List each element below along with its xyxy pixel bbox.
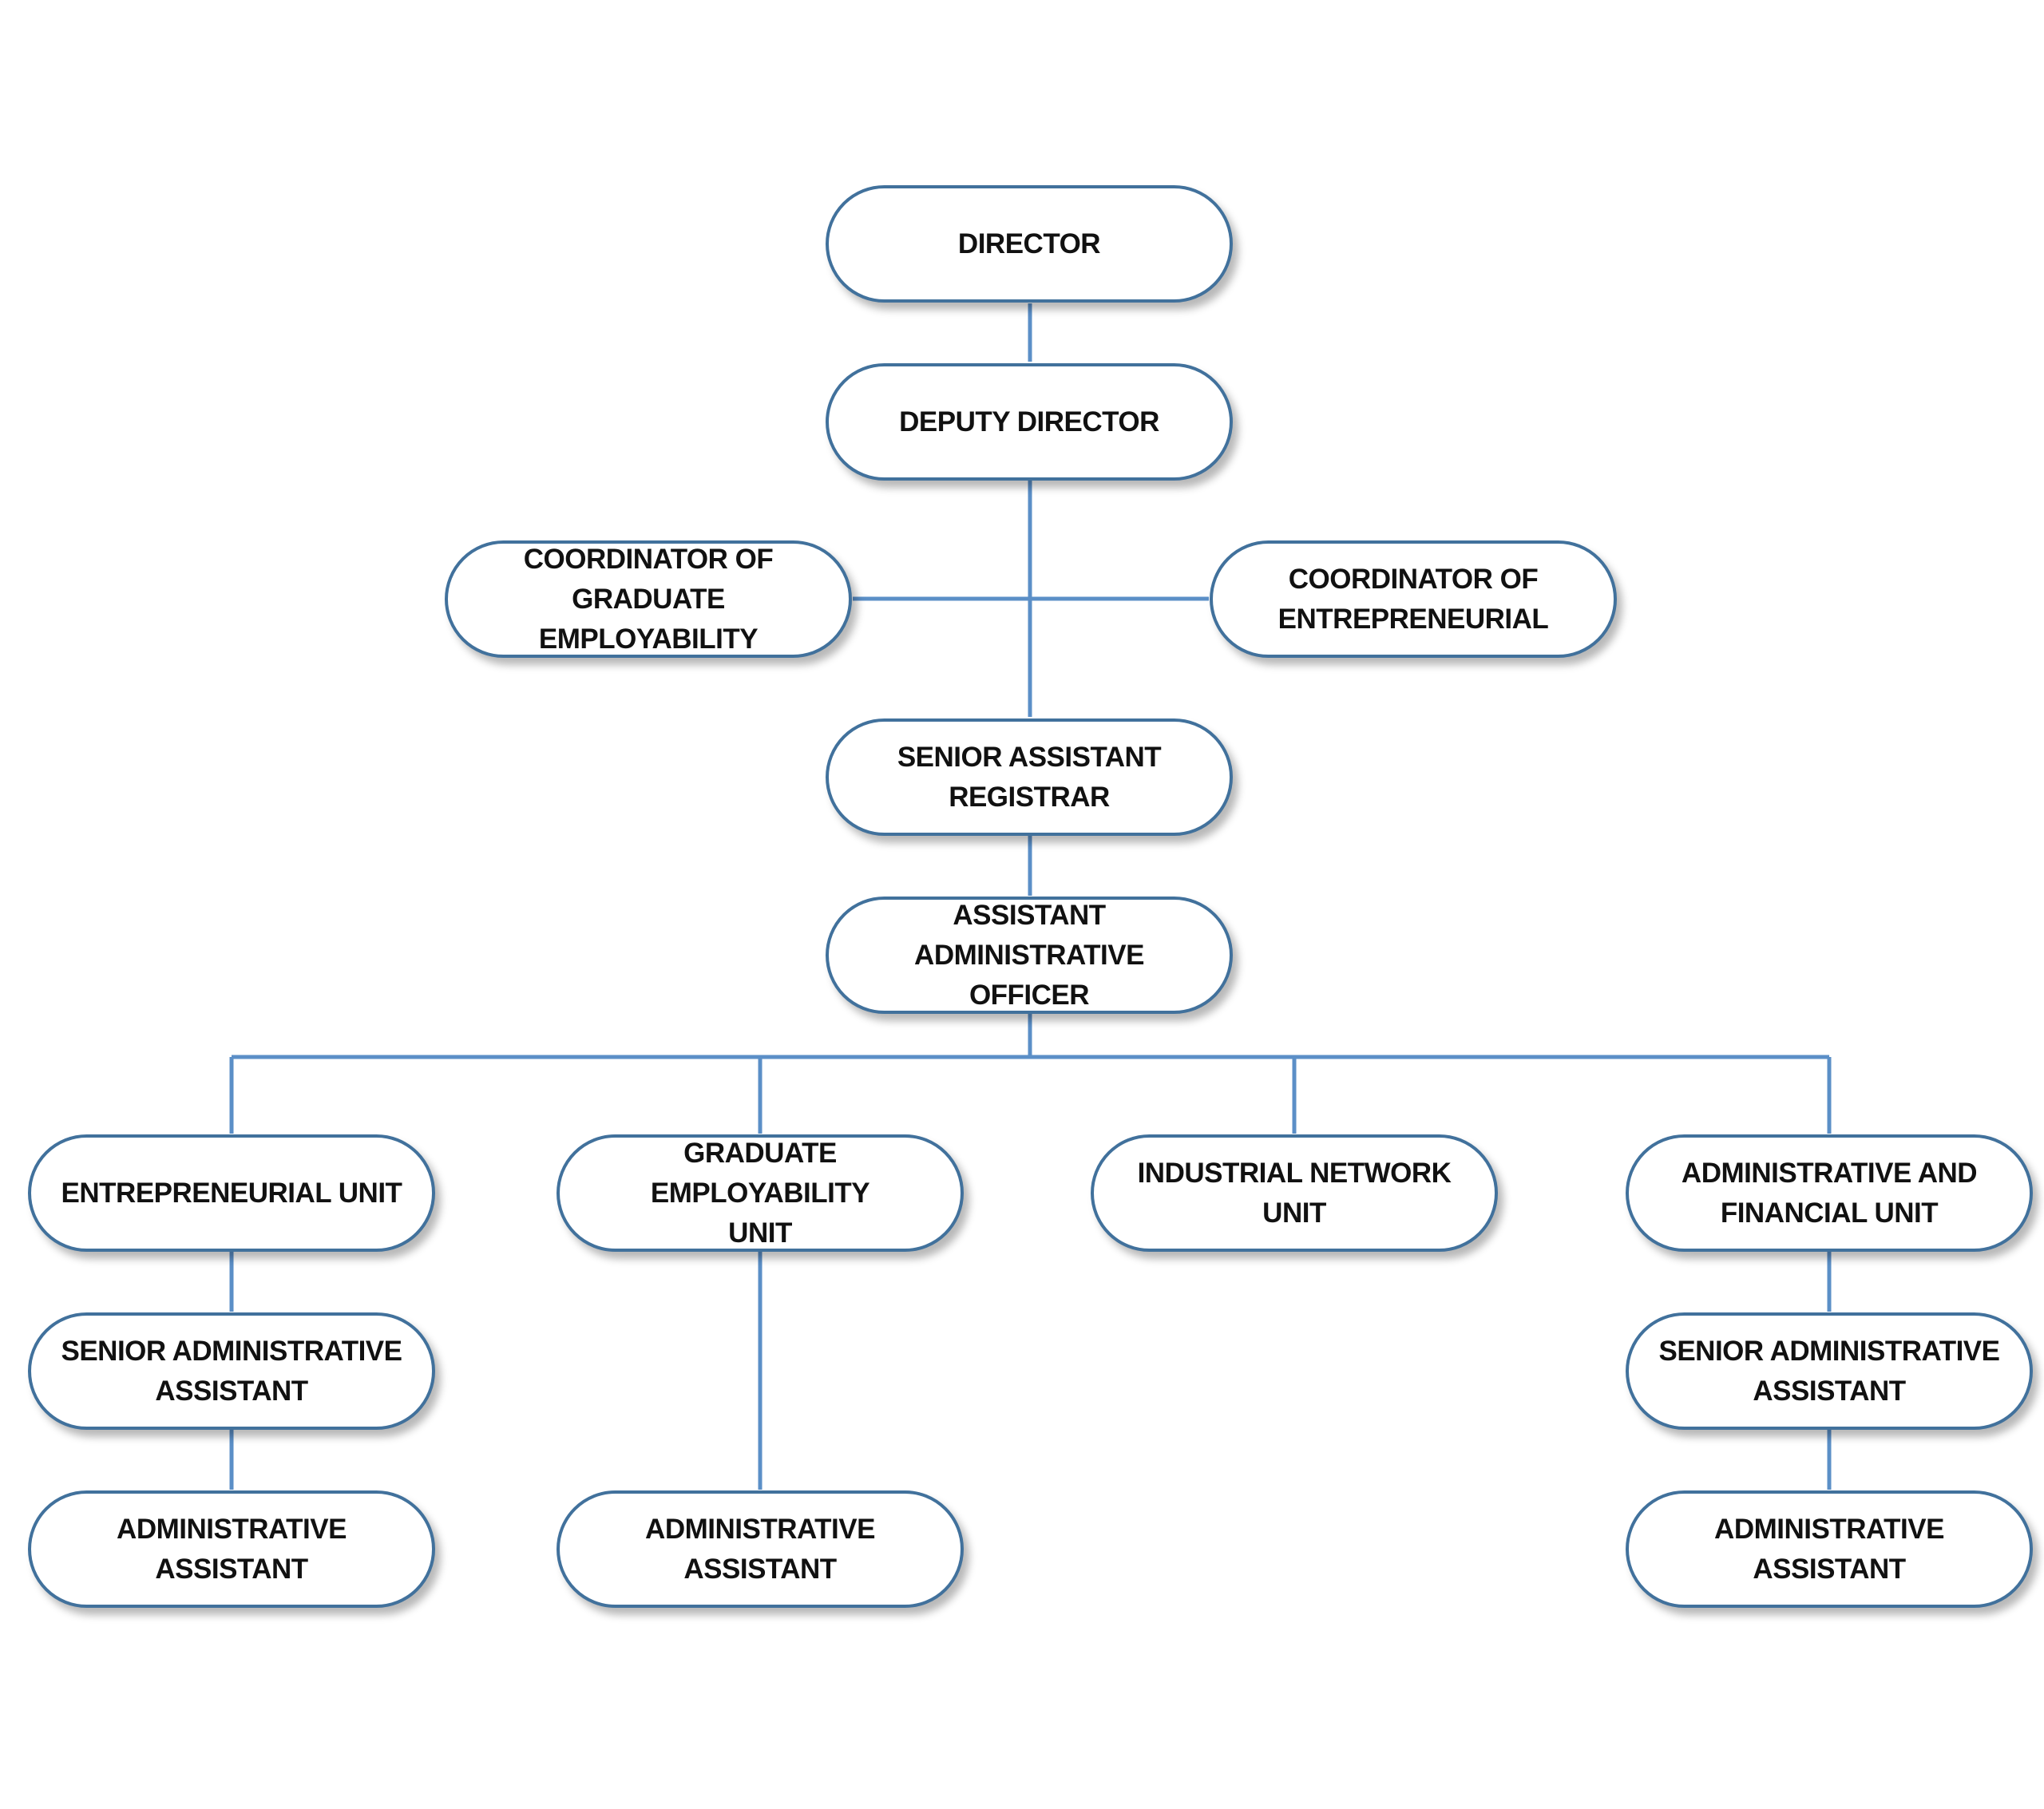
node-senior-admin-assistant-right-line1: SENIOR ADMINISTRATIVE <box>1658 1335 2000 1367</box>
node-entrepreneurial-unit-line1: ENTREPRENEURIAL UNIT <box>61 1177 402 1209</box>
node-industrial-network-unit-line1: INDUSTRIAL NETWORK UNIT <box>1137 1157 1452 1229</box>
node-graduate-employability-unit-line2: UNIT <box>728 1217 792 1249</box>
node-deputy-director-line1: DEPUTY DIRECTOR <box>899 406 1159 437</box>
node-assistant-admin-officer-text: ASSISTANT ADMINISTRATIVE OFFICER <box>843 896 1215 1015</box>
node-admin-assistant-1-line1: ADMINISTRATIVE ASSISTANT <box>117 1513 347 1585</box>
node-director-text: DIRECTOR <box>957 224 1101 264</box>
node-senior-admin-assistant-left-line1: SENIOR ADMINISTRATIVE <box>61 1335 402 1367</box>
node-admin-financial-unit-line1: ADMINISTRATIVE AND <box>1681 1157 1978 1189</box>
node-graduate-employability-unit-text: GRADUATE EMPLOYABILITY UNIT <box>574 1134 946 1253</box>
node-assistant-admin-officer: ASSISTANT ADMINISTRATIVE OFFICER <box>826 897 1233 1014</box>
node-deputy-director-text: DEPUTY DIRECTOR <box>899 402 1159 442</box>
node-coordinator-graduate: COORDINATOR OF GRADUATE EMPLOYABILITY <box>445 540 852 658</box>
node-admin-financial-unit-line2: FINANCIAL UNIT <box>1720 1197 1939 1229</box>
node-senior-admin-assistant-left-line2: ASSISTANT <box>155 1375 308 1407</box>
node-coordinator-entrepreneurial-line1: COORDINATOR OF <box>1288 563 1539 595</box>
node-senior-assistant-registrar: SENIOR ASSISTANT REGISTRAR <box>826 718 1233 836</box>
node-industrial-network-unit-text: INDUSTRIAL NETWORK UNIT <box>1108 1154 1480 1233</box>
node-senior-admin-assistant-left: SENIOR ADMINISTRATIVE ASSISTANT <box>28 1312 435 1430</box>
node-senior-assistant-registrar-text: SENIOR ASSISTANT REGISTRAR <box>843 738 1215 817</box>
node-admin-assistant-4-line1: ADMINISTRATIVE ASSISTANT <box>1714 1513 1944 1585</box>
node-coordinator-entrepreneurial: COORDINATOR OF ENTREPRENEURIAL <box>1210 540 1617 658</box>
node-assistant-admin-officer-line2: OFFICER <box>969 979 1090 1011</box>
node-coordinator-entrepreneurial-text: COORDINATOR OF ENTREPRENEURIAL <box>1278 560 1549 639</box>
node-senior-admin-assistant-right: SENIOR ADMINISTRATIVE ASSISTANT <box>1626 1312 2033 1430</box>
node-admin-assistant-4: ADMINISTRATIVE ASSISTANT <box>1626 1490 2033 1608</box>
node-senior-admin-assistant-right-line2: ASSISTANT <box>1753 1375 1906 1407</box>
node-admin-financial-unit: ADMINISTRATIVE AND FINANCIAL UNIT <box>1626 1134 2033 1252</box>
node-senior-assistant-registrar-line1: SENIOR ASSISTANT REGISTRAR <box>897 741 1162 813</box>
node-admin-assistant-2-line1: ADMINISTRATIVE ASSISTANT <box>645 1513 875 1585</box>
node-admin-assistant-2: ADMINISTRATIVE ASSISTANT <box>557 1490 964 1608</box>
node-coordinator-graduate-text: COORDINATOR OF GRADUATE EMPLOYABILITY <box>462 540 834 659</box>
node-graduate-employability-unit-line1: GRADUATE EMPLOYABILITY <box>650 1137 870 1209</box>
node-admin-assistant-1-text: ADMINISTRATIVE ASSISTANT <box>46 1510 418 1589</box>
node-entrepreneurial-unit-text: ENTREPRENEURIAL UNIT <box>61 1174 402 1213</box>
node-industrial-network-unit: INDUSTRIAL NETWORK UNIT <box>1091 1134 1498 1252</box>
node-graduate-employability-unit: GRADUATE EMPLOYABILITY UNIT <box>557 1134 964 1252</box>
node-coordinator-entrepreneurial-line2: ENTREPRENEURIAL <box>1278 603 1549 635</box>
node-senior-admin-assistant-right-text: SENIOR ADMINISTRATIVE ASSISTANT <box>1658 1332 2000 1411</box>
node-director-line1: DIRECTOR <box>957 228 1101 259</box>
node-admin-financial-unit-text: ADMINISTRATIVE AND FINANCIAL UNIT <box>1681 1154 1978 1233</box>
node-admin-assistant-4-text: ADMINISTRATIVE ASSISTANT <box>1643 1510 2015 1589</box>
node-assistant-admin-officer-line1: ASSISTANT ADMINISTRATIVE <box>914 899 1144 971</box>
node-deputy-director: DEPUTY DIRECTOR <box>826 363 1233 481</box>
node-admin-assistant-1: ADMINISTRATIVE ASSISTANT <box>28 1490 435 1608</box>
node-coordinator-graduate-line1: COORDINATOR OF GRADUATE <box>523 543 774 615</box>
node-senior-admin-assistant-left-text: SENIOR ADMINISTRATIVE ASSISTANT <box>61 1332 402 1411</box>
node-admin-assistant-2-text: ADMINISTRATIVE ASSISTANT <box>574 1510 946 1589</box>
node-entrepreneurial-unit: ENTREPRENEURIAL UNIT <box>28 1134 435 1252</box>
node-coordinator-graduate-line2: EMPLOYABILITY <box>538 623 759 655</box>
node-director: DIRECTOR <box>826 185 1233 303</box>
